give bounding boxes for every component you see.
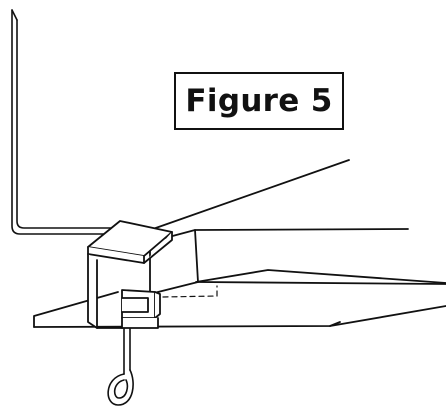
hook-eye [107, 328, 134, 406]
beam [149, 159, 446, 295]
clamp-jaw [121, 289, 161, 329]
clamp-c-body [87, 253, 123, 329]
wire-hanger [11, 9, 121, 235]
figure-label: Figure 5 [174, 72, 344, 130]
clamp-top-plate [87, 220, 173, 264]
hidden-edge-dashed [162, 285, 218, 298]
